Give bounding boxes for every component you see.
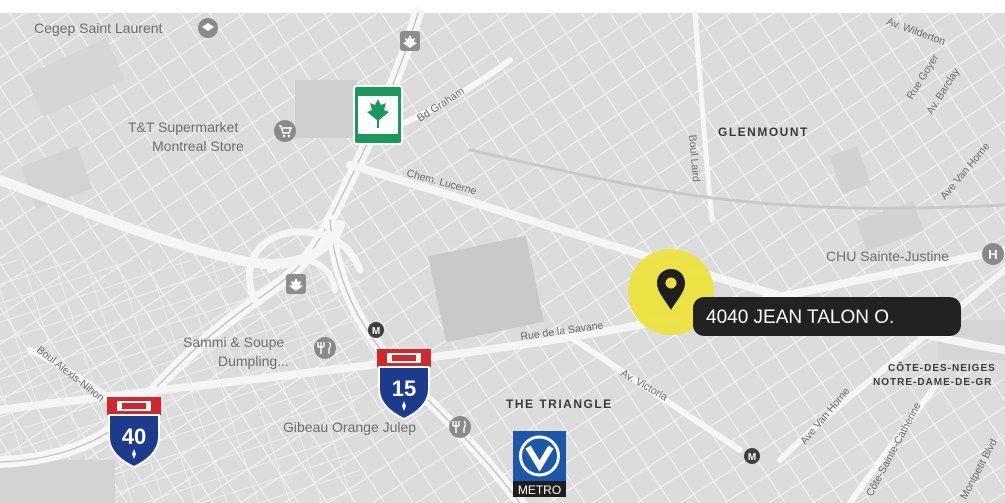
label-notre-dame-de-grace: NOTRE-DAME-DE-GR [873,377,992,388]
restaurant-icon-2[interactable] [449,416,471,438]
highway-40-shield: 40 [107,397,161,469]
address-tag[interactable]: 4040 JEAN TALON O. [693,297,961,336]
label-chu: CHU Sainte-Justine [826,248,949,264]
street-laird: Boul Laird [686,134,702,182]
location-marker[interactable] [628,249,714,335]
hospital-badge-text: H [988,247,997,262]
label-tt-line2: Montreal Store [152,138,244,154]
top-strip [0,0,1005,13]
label-tt-line1: T&T Supermarket [128,119,238,135]
highway-15-number: 15 [392,376,416,401]
shopping-cart-icon[interactable] [274,120,296,142]
route-shield-icon-2 [286,274,306,294]
label-sammi-line2: Dumpling... [218,353,289,369]
trans-canada-highway-sign [353,85,403,145]
label-cegep: Cegep Saint Laurent [34,20,163,36]
highway-15-shield: 15 [377,349,431,421]
metro-badge-text-2: M [748,452,756,463]
restaurant-icon[interactable] [314,337,336,359]
route-shield-icon [400,31,420,51]
school-icon[interactable] [198,18,218,38]
map-areas [0,38,1005,503]
map-pin-dot [665,277,677,289]
label-the-triangle: THE TRIANGLE [506,397,613,411]
address-text: 4040 JEAN TALON O. [706,307,894,328]
metro-logo[interactable]: METRO [513,431,566,497]
highway-40-number: 40 [122,424,146,449]
label-gibeau: Gibeau Orange Julep [283,419,416,435]
label-cote-des-neiges: CÔTE-DES-NEIGES [888,361,996,374]
metro-badge-text: M [372,326,380,337]
label-glenmount: GLENMOUNT [718,125,809,139]
map-pin-icon [657,269,685,310]
metro-logo-text: METRO [518,483,561,497]
metro-station-icon[interactable]: M [368,322,384,338]
label-sammi-line1: Sammi & Soupe [183,334,284,350]
hospital-icon[interactable]: H [982,243,1004,265]
metro-station-icon-2[interactable]: M [744,448,760,464]
